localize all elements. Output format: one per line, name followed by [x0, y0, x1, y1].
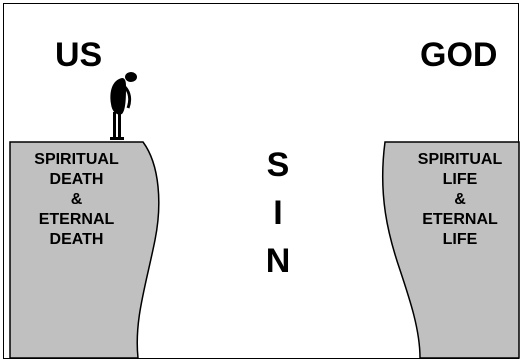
- god-heading: GOD: [420, 36, 498, 74]
- left-cliff: [9, 141, 160, 359]
- left-cliff-line: SPIRITUAL: [34, 151, 119, 168]
- right-cliff-line: LIFE: [442, 231, 478, 248]
- right-cliff-line: LIFE: [442, 171, 478, 188]
- left-cliff-line: DEATH: [49, 171, 104, 188]
- us-heading: US: [55, 36, 103, 74]
- left-cliff-line: ETERNAL: [38, 211, 115, 228]
- sin-letter-n: N: [265, 242, 291, 280]
- left-cliff-line: DEATH: [49, 231, 104, 248]
- right-cliff: [381, 141, 520, 359]
- left-cliff-label: SPIRITUAL DEATH & ETERNAL DEATH: [14, 150, 139, 250]
- right-cliff-line: &: [454, 191, 466, 208]
- sin-letter-s: S: [266, 146, 290, 184]
- left-cliff-line: &: [70, 191, 83, 208]
- right-cliff-label: SPIRITUAL LIFE & ETERNAL LIFE: [402, 150, 518, 250]
- right-cliff-line: SPIRITUAL: [417, 151, 503, 168]
- sad-person-icon: [110, 72, 137, 140]
- sin-letter-i: I: [273, 194, 283, 232]
- right-cliff-line: ETERNAL: [422, 211, 498, 228]
